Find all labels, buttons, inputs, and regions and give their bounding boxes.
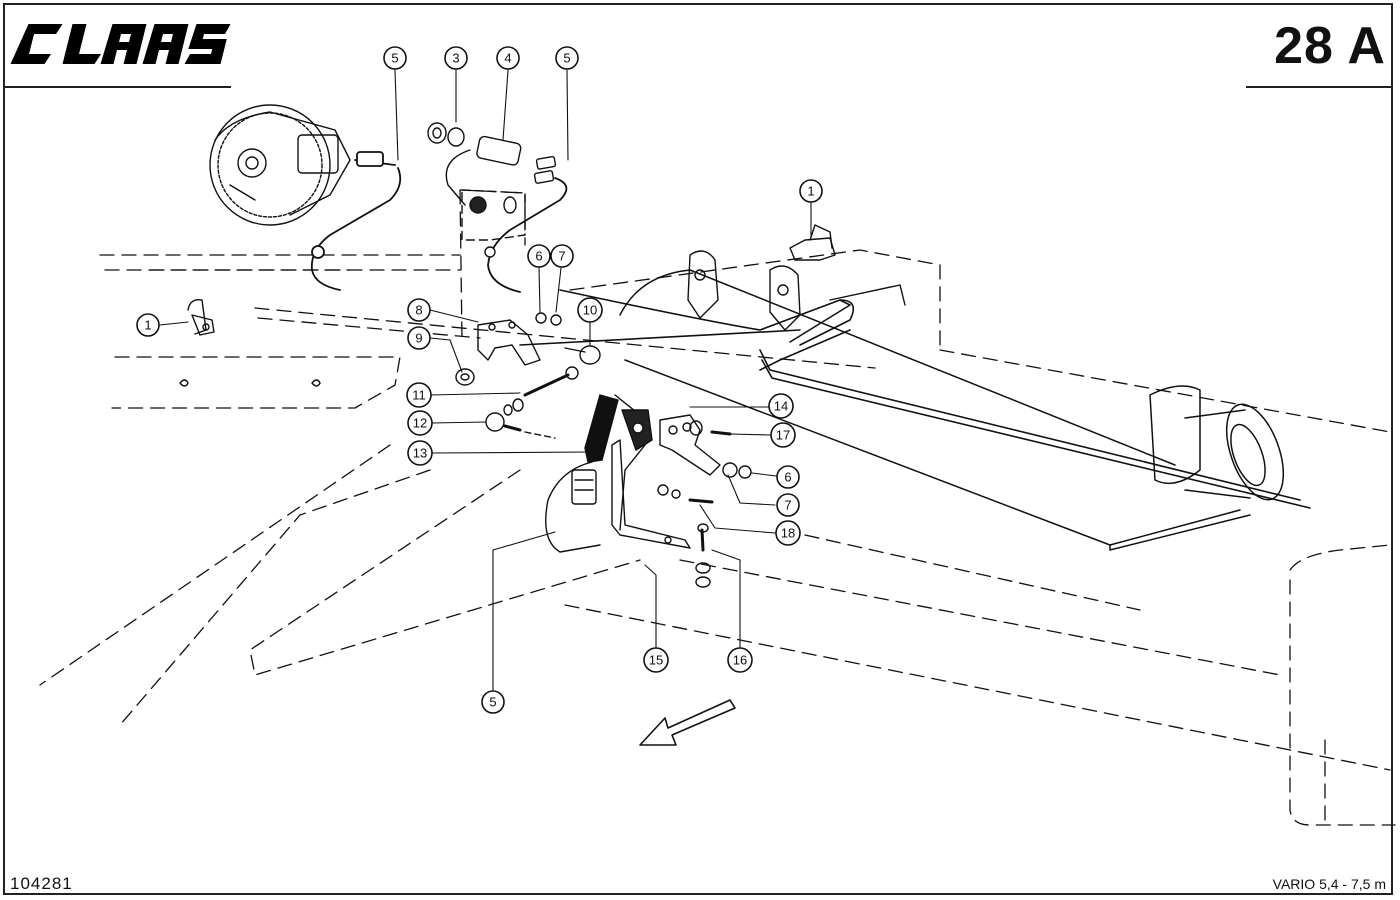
- bracket-15: [611, 439, 691, 549]
- svg-text:10: 10: [583, 303, 597, 318]
- svg-text:17: 17: [776, 428, 790, 443]
- bracket-8: [477, 319, 541, 366]
- callout-17: 17: [770, 422, 796, 448]
- callout-5-top-right: 5: [555, 46, 579, 70]
- callout-15: 15: [643, 647, 669, 673]
- callout-3: 3: [444, 46, 468, 70]
- svg-text:7: 7: [558, 249, 565, 264]
- sensor-cable-upper: [310, 151, 402, 291]
- leader-lines: [159, 69, 812, 691]
- callout-8: 8: [407, 298, 431, 322]
- svg-text:1: 1: [144, 318, 151, 333]
- page-frame: [3, 3, 1393, 895]
- svg-text:14: 14: [774, 399, 788, 414]
- callout-5-bottom: 5: [481, 690, 505, 714]
- callout-1-right: 1: [799, 179, 823, 203]
- gearbox-assembly: [209, 104, 351, 226]
- callout-12: 12: [407, 410, 433, 436]
- svg-text:9: 9: [415, 331, 422, 346]
- callout-16: 16: [727, 647, 753, 673]
- cam-plate-14: [621, 409, 721, 476]
- hardware-right: [657, 420, 752, 588]
- page-label: 28 A: [1274, 17, 1386, 75]
- callout-1-left: 1: [136, 313, 160, 337]
- svg-text:18: 18: [781, 526, 795, 541]
- beam-brackets: [687, 250, 906, 331]
- callout-6-upper: 6: [527, 244, 551, 268]
- svg-text:6: 6: [784, 470, 791, 485]
- callout-6-lower: 6: [776, 465, 800, 489]
- svg-text:4: 4: [504, 51, 511, 66]
- callout-13: 13: [407, 440, 433, 466]
- svg-text:5: 5: [489, 695, 496, 710]
- claas-logo: [10, 24, 231, 64]
- callout-7-lower: 7: [776, 493, 800, 517]
- svg-text:1: 1: [807, 184, 814, 199]
- main-beam: [619, 269, 1285, 551]
- callout-14: 14: [768, 393, 794, 419]
- svg-text:3: 3: [452, 51, 459, 66]
- arrow-down-left-icon: [639, 699, 736, 746]
- header-rule-right: [1246, 86, 1392, 88]
- connector-parts-top: [427, 122, 568, 293]
- callout-7-upper: 7: [550, 244, 574, 268]
- svg-text:7: 7: [784, 498, 791, 513]
- svg-text:5: 5: [563, 51, 570, 66]
- svg-text:12: 12: [413, 416, 427, 431]
- svg-text:16: 16: [733, 653, 747, 668]
- callout-9: 9: [407, 326, 431, 350]
- model-range: VARIO 5,4 - 7,5 m: [1272, 876, 1386, 892]
- ball-12: [485, 412, 556, 439]
- svg-text:8: 8: [415, 303, 422, 318]
- callout-18: 18: [775, 520, 801, 546]
- svg-text:15: 15: [649, 653, 663, 668]
- header-rule-left: [3, 86, 231, 88]
- svg-text:6: 6: [535, 249, 542, 264]
- ball-joint-rod: [503, 345, 601, 416]
- callout-10: 10: [577, 297, 603, 323]
- clip-right: [789, 224, 836, 261]
- svg-text:13: 13: [413, 446, 427, 461]
- svg-text:11: 11: [412, 388, 426, 403]
- sensor-13: [545, 394, 646, 553]
- callout-11: 11: [406, 382, 432, 408]
- svg-text:5: 5: [391, 51, 398, 66]
- nut-9: [455, 368, 475, 386]
- callout-5-top-left: 5: [383, 46, 407, 70]
- document-number: 104281: [10, 874, 73, 893]
- mounting-plate: [461, 189, 526, 241]
- clip-left: [179, 299, 321, 387]
- header-frame-outline: [39, 189, 1396, 826]
- callout-4: 4: [496, 46, 520, 70]
- control-rod: [519, 289, 1311, 509]
- nut-washer-upper: [535, 312, 562, 326]
